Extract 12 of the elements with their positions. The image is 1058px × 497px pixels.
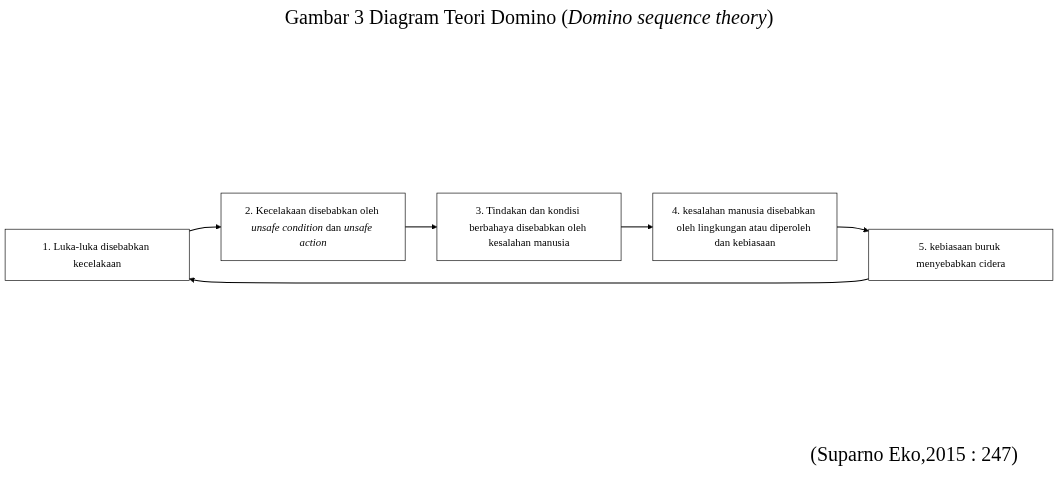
arrow (188, 224, 222, 232)
node-box: 1. Luka-luka disebabkan kecelakaan (4, 228, 190, 281)
arrow (836, 226, 869, 233)
diagram-title: Gambar 3 Diagram Teori Domino (Domino sequence theory) (283, 6, 775, 29)
node-box: 3. Tindakan dan kondisi berbahaya disebabkan oleh kesalahan manusia (436, 192, 622, 261)
node-box: 5. kebiasaan buruk menyebabkan cidera (868, 228, 1054, 281)
node-box: 2. Kecelakaan disebabkan oleh unsafe condition dan unsafe action (220, 192, 406, 261)
source-caption: (Suparno Eko,2015 : 247) (809, 443, 1018, 466)
arrow (189, 277, 870, 284)
node-box: 4. kesalahan manusia disebabkan oleh lingkungan atau diperoleh dan kebiasaan (652, 192, 838, 261)
arrow (404, 224, 438, 230)
arrow (620, 224, 654, 230)
